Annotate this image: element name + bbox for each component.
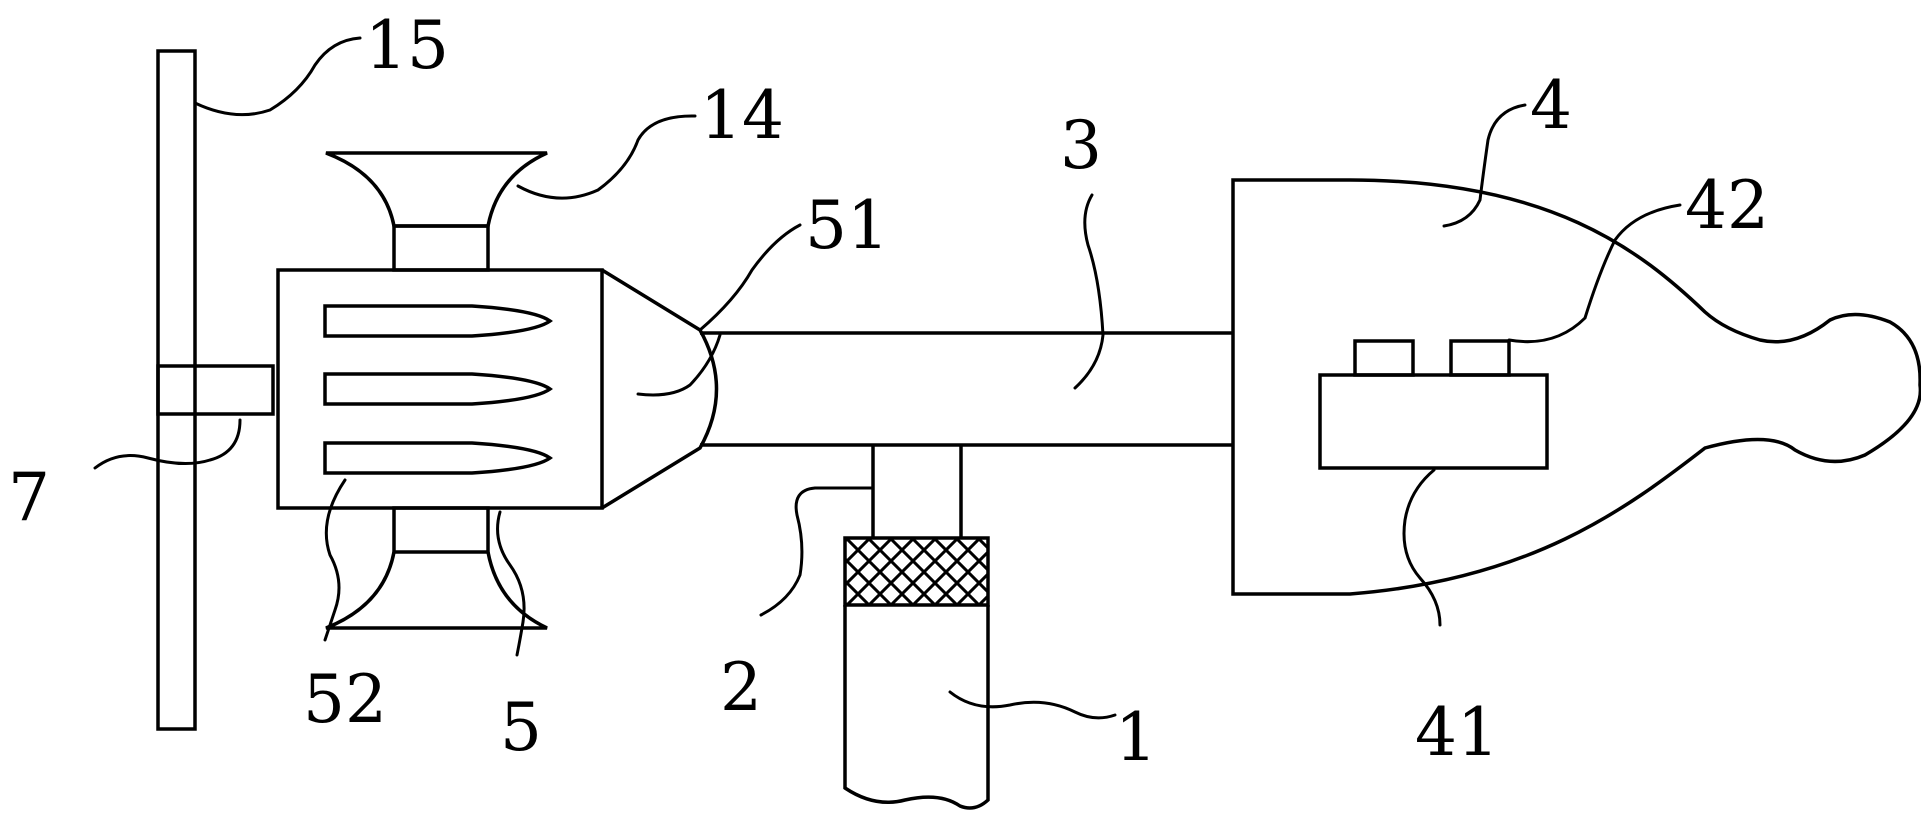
label-51: 51 bbox=[805, 187, 889, 264]
vertical-plate bbox=[158, 51, 195, 729]
bottom-funnel bbox=[326, 508, 547, 628]
label-3: 3 bbox=[1060, 107, 1102, 184]
blades bbox=[325, 306, 550, 473]
label-2: 2 bbox=[720, 649, 762, 726]
label-14: 14 bbox=[700, 77, 784, 154]
label-1: 1 bbox=[1115, 699, 1157, 776]
drive-shaft bbox=[158, 366, 273, 414]
conical-nozzle bbox=[602, 270, 717, 508]
label-7: 7 bbox=[8, 459, 50, 536]
label-41: 41 bbox=[1415, 694, 1499, 771]
leader-lines bbox=[95, 38, 1680, 718]
label-4: 4 bbox=[1530, 67, 1572, 144]
label-15: 15 bbox=[365, 7, 449, 84]
label-52: 52 bbox=[303, 661, 387, 738]
handle-body bbox=[1233, 180, 1920, 594]
container bbox=[845, 538, 988, 808]
main-pipe bbox=[700, 333, 1233, 445]
top-funnel bbox=[326, 153, 547, 270]
control-module bbox=[1320, 341, 1547, 468]
label-42: 42 bbox=[1685, 167, 1769, 244]
connecting-pipe bbox=[873, 445, 961, 538]
label-5: 5 bbox=[500, 689, 542, 766]
